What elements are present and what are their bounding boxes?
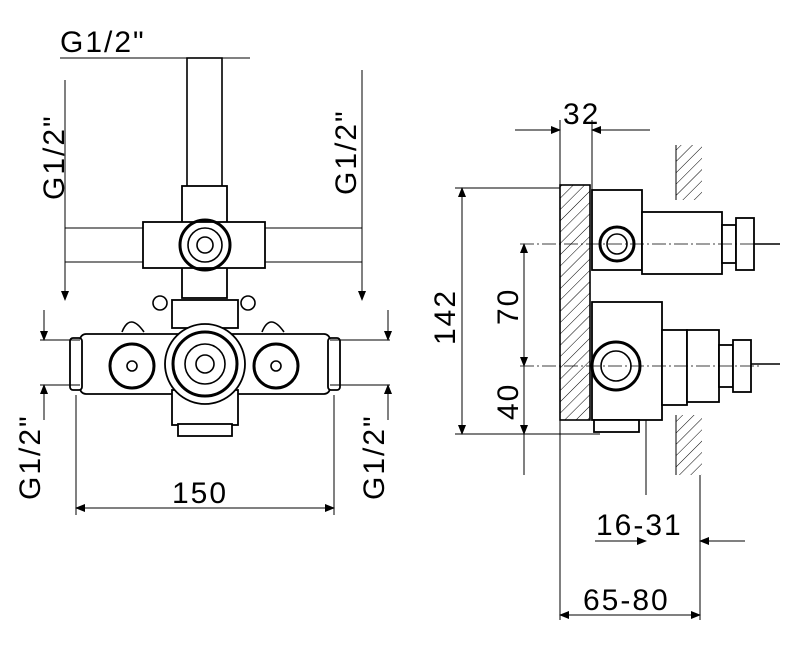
mounting-plate xyxy=(559,184,591,421)
wall-hatch-top xyxy=(676,145,702,200)
wall-hatch-bottom xyxy=(676,415,702,475)
top-thread-label: G1/2" xyxy=(60,26,146,59)
adjust-range-total-label: 65-80 xyxy=(583,584,670,617)
spacing-upper-label: 70 xyxy=(492,288,525,325)
depth-label: 32 xyxy=(563,98,600,131)
right-port-circle xyxy=(252,342,300,390)
left-thread-label: G1/2" xyxy=(38,114,71,200)
left-port-circle xyxy=(108,342,156,390)
side-view: 32 142 70 40 16-31 65-80 xyxy=(429,98,780,620)
spacing-lower-label: 40 xyxy=(492,383,525,420)
width-label: 150 xyxy=(172,477,228,510)
top-pipe xyxy=(186,57,223,189)
bottom-left-thread-label: G1/2" xyxy=(14,414,47,500)
thermostat-cartridge xyxy=(164,323,246,405)
front-view: G1/2" G1/2" G1/2" G1/2" G1/2" 150 xyxy=(14,26,392,515)
height-label: 142 xyxy=(429,289,462,345)
bottom-right-thread-label: G1/2" xyxy=(358,414,391,500)
top-port-circle xyxy=(178,218,232,272)
adjust-range-small-label: 16-31 xyxy=(596,509,683,542)
right-thread-label: G1/2" xyxy=(330,109,363,195)
